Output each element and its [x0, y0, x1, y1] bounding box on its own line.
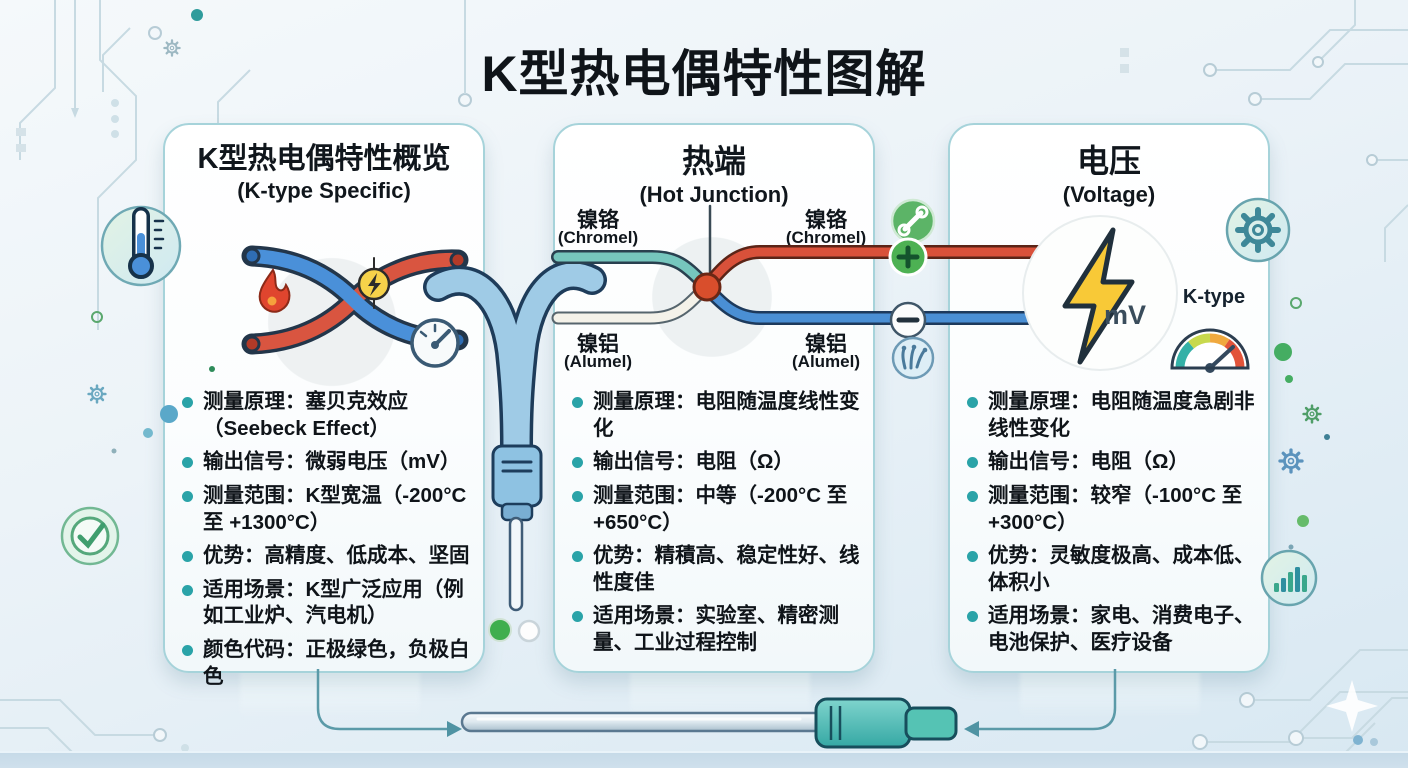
bullet-dot-icon	[182, 551, 193, 563]
bullet-dot-icon	[967, 397, 978, 408]
bullet-dot-icon	[967, 457, 978, 469]
card-voltage: 电压 (Voltage) 测量原理：电阻随温度急剧非线性变化 输出信号：电阻（Ω…	[948, 123, 1270, 673]
arrow-right-icon	[447, 721, 462, 737]
card-title: 热端	[681, 143, 746, 179]
bullet-list: 测量原理：塞贝克效应（Seebeck Effect） 输出信号：微弱电压（mV）…	[182, 389, 475, 697]
gear-icon	[1278, 448, 1304, 474]
card-ktype-overview: K型热电偶特性概览 (K-type Specific) 测量原理：塞贝克效应（S…	[163, 123, 485, 688]
white-status-dot	[517, 619, 541, 643]
card-title: K型热电偶特性概览	[197, 143, 451, 175]
bullet-item: 优势：精積高、稳定性好、线性度佳	[572, 543, 865, 596]
bullet-dot-icon	[967, 551, 978, 563]
minus-icon	[889, 301, 927, 339]
bullet-dot-icon	[572, 551, 583, 563]
link-icon	[890, 198, 936, 244]
wire-label-alumel-right: 镍铝	[805, 333, 847, 356]
card-title: 电压	[1076, 143, 1141, 179]
check-icon	[60, 506, 120, 566]
card-glow	[630, 666, 810, 718]
wire-label-chromel-left: 镍铬	[577, 209, 619, 232]
page-title: K型热电偶特性图解	[481, 46, 927, 102]
bullet-item: 优势：高精度、低成本、坚固	[182, 543, 475, 570]
bullet-item: 适用场景：K型广泛应用（例如工业炉、汽电机）	[182, 577, 475, 630]
card-glow	[1020, 666, 1200, 718]
bullet-item: 适用场景：实验室、精密测量、工业过程控制	[572, 603, 865, 656]
bullet-dot-icon	[572, 397, 583, 408]
wire-label-alumel-right-en: (Alumel)	[792, 352, 860, 371]
plus-icon	[888, 237, 928, 277]
bullet-list: 测量原理：电阻随温度急剧非线性变化 输出信号：电阻（Ω） 测量范围：较窄（-10…	[967, 389, 1260, 664]
wire-label-alumel-left-en: (Alumel)	[564, 352, 632, 371]
card-subtitle: (K-type Specific)	[237, 178, 411, 204]
bullet-item: 测量原理：塞贝克效应（Seebeck Effect）	[182, 389, 475, 442]
card-subtitle: (Hot Junction)	[639, 181, 789, 207]
bullet-item: 适用场景：家电、消费电子、电池保护、医疗设备	[967, 603, 1260, 656]
ktype-gauge-label: K-type	[1182, 286, 1246, 308]
bullet-dot-icon	[182, 397, 193, 408]
green-status-dot	[488, 618, 512, 642]
gear-icon	[1302, 404, 1322, 424]
bullet-item: 优势：灵敏度极高、成本低、体积小	[967, 543, 1260, 596]
bullet-item: 输出信号：电阻（Ω）	[967, 449, 1260, 476]
bullet-item: 测量范围：中等（-200°C 至 +650°C）	[572, 483, 865, 536]
bullet-dot-icon	[182, 645, 193, 657]
card-hot-junction: 热端 (Hot Junction) 测量原理：电阻随温度线性变化 输出信号：电阻…	[553, 123, 875, 673]
bullet-item: 颜色代码：正极绿色，负极白色	[182, 637, 475, 690]
bullet-dot-icon	[182, 457, 193, 469]
bullet-list: 测量原理：电阻随温度线性变化 输出信号：电阻（Ω） 测量范围：中等（-200°C…	[572, 389, 865, 664]
bullet-item: 测量原理：电阻随温度急剧非线性变化	[967, 389, 1260, 442]
bullet-dot-icon	[572, 611, 583, 623]
polarity-badges	[888, 198, 936, 380]
bottom-band	[0, 751, 1408, 768]
bullet-item: 测量原理：电阻随温度线性变化	[572, 389, 865, 442]
wire-label-chromel-left-en: (Chromel)	[557, 228, 639, 247]
claw-icon	[891, 336, 935, 380]
mv-unit-label: mV	[1104, 300, 1147, 330]
bullet-dot-icon	[967, 611, 978, 623]
bullet-item: 输出信号：电阻（Ω）	[572, 449, 865, 476]
bullet-dot-icon	[182, 584, 193, 596]
bullet-dot-icon	[967, 490, 978, 502]
bullet-item: 测量范围：K型宽温（-200°C 至 +1300°C）	[182, 483, 475, 536]
gear-icon	[87, 384, 107, 404]
bullet-dot-icon	[182, 490, 193, 502]
bullet-dot-icon	[572, 490, 583, 502]
wire-label-chromel-right-en: (Chromel)	[785, 228, 867, 247]
wire-label-chromel-right: 镍铬	[805, 209, 847, 232]
bullet-item: 测量范围：较窄（-100°C 至 +300°C）	[967, 483, 1260, 536]
bullet-item: 输出信号：微弱电压（mV）	[182, 449, 475, 476]
arrow-left-icon	[964, 721, 979, 737]
card-subtitle: (Voltage)	[1062, 181, 1156, 207]
bar-chart-icon	[1260, 549, 1318, 607]
bullet-dot-icon	[572, 457, 583, 469]
